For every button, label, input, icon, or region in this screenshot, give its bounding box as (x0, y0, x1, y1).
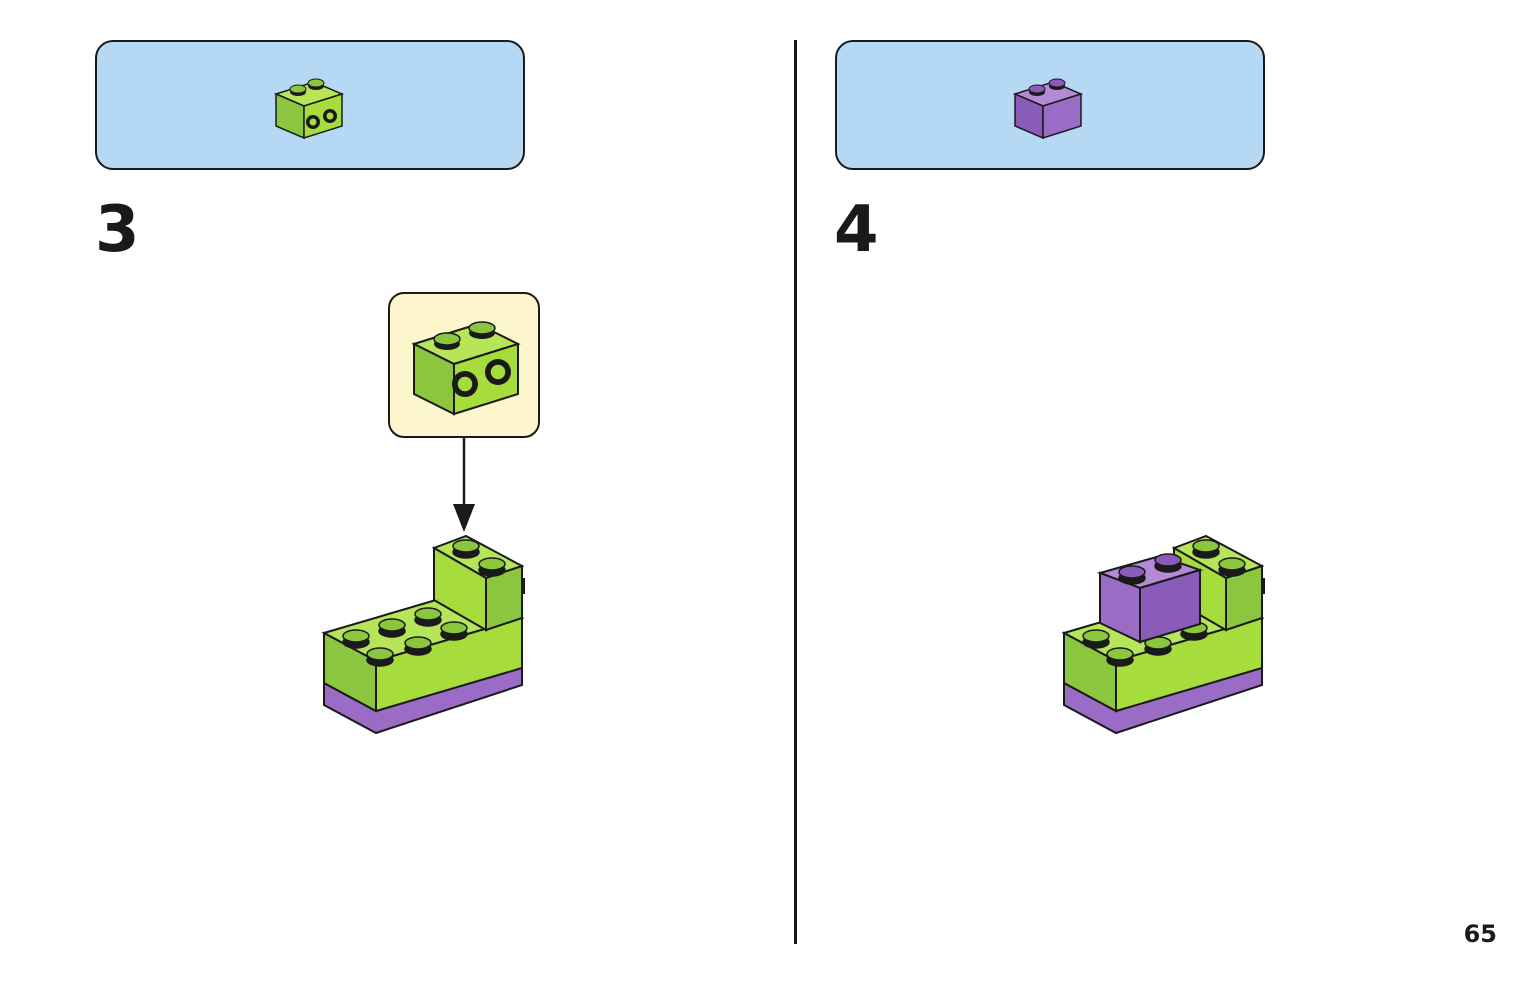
page-divider (794, 40, 797, 944)
lime-brick-1x2-side-studs-icon (411, 321, 521, 416)
step-4-parts-list (835, 40, 1265, 170)
purple-brick-1x2-icon (1012, 78, 1084, 140)
step-4-model-illustration (1061, 534, 1265, 735)
step-3-model-illustration (321, 534, 525, 735)
step-number-3: 3 (95, 193, 140, 267)
lime-brick-1x2-side-studs-icon (273, 78, 345, 140)
down-arrow-icon (453, 436, 475, 532)
step-3-callout (388, 292, 540, 438)
page-number: 65 (1463, 920, 1497, 948)
step-number-4: 4 (834, 193, 879, 267)
step-3-parts-list (95, 40, 525, 170)
